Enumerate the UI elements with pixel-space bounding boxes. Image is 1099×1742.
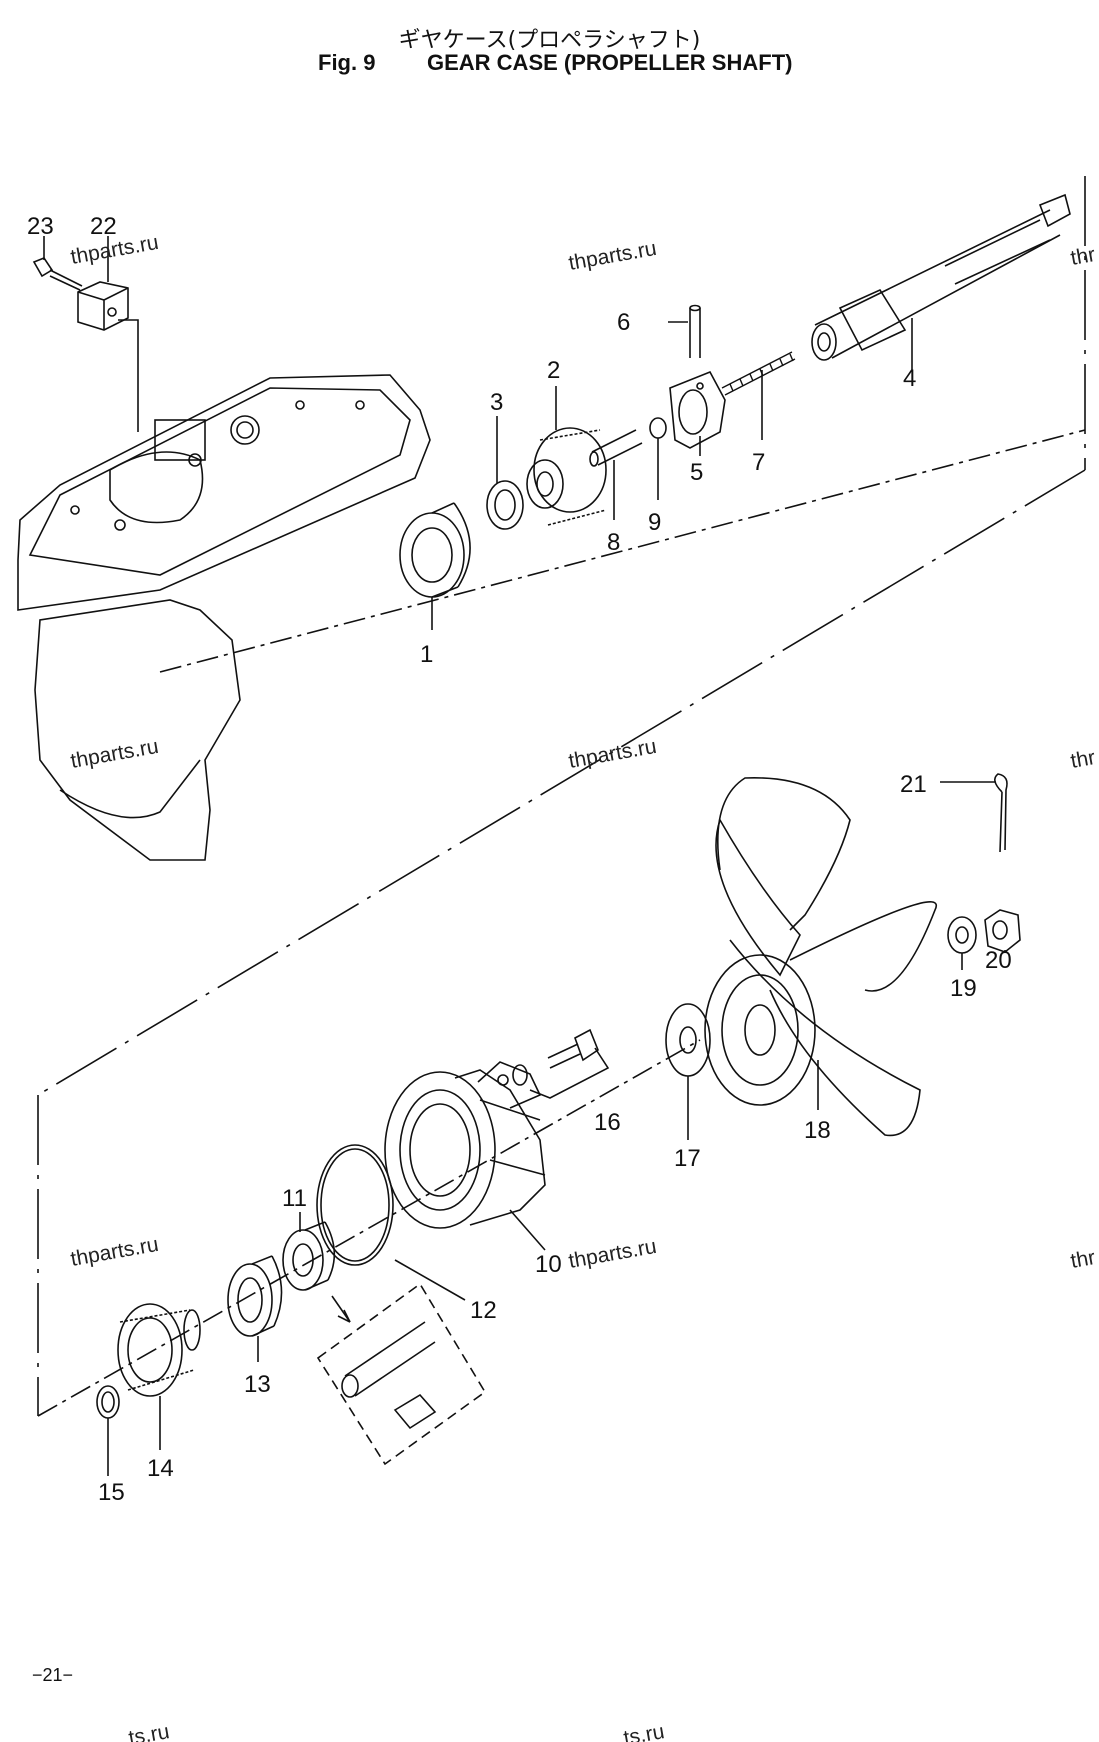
watermark: thparts.ru <box>69 1233 160 1271</box>
watermarks: thparts.ru thparts.ru thr thparts.ru thp… <box>69 231 1097 1742</box>
watermark: thparts.ru <box>567 237 658 275</box>
part-number-7: 7 <box>752 449 765 476</box>
gear-case-housing <box>17 374 431 861</box>
part-number-22: 22 <box>90 213 117 240</box>
watermark: ts.ru <box>127 1720 171 1742</box>
part-number-9: 9 <box>648 509 661 536</box>
part-number-12: 12 <box>470 1297 497 1324</box>
part-number-labels: 1 2 3 4 5 6 7 8 9 10 11 12 13 14 15 16 1… <box>27 213 1012 1506</box>
needle-bearing-11 <box>282 1221 336 1291</box>
anode-block <box>77 281 129 331</box>
watermark: thparts.ru <box>567 735 658 773</box>
part-number-21: 21 <box>900 771 927 798</box>
part-number-18: 18 <box>804 1117 831 1144</box>
part-number-10: 10 <box>535 1251 562 1278</box>
figure-number: Fig. 9 <box>318 50 376 75</box>
watermark: thr <box>1069 1246 1097 1273</box>
page-number: −21− <box>32 1665 74 1685</box>
o-ring-12 <box>316 1144 394 1266</box>
watermark: thparts.ru <box>69 735 160 773</box>
bolt-16 <box>512 1028 599 1086</box>
shim-15 <box>96 1385 120 1419</box>
leader-10 <box>509 1209 546 1251</box>
part-number-6: 6 <box>617 309 630 336</box>
part-number-2: 2 <box>547 357 560 384</box>
part-number-5: 5 <box>690 459 703 486</box>
thrust-washer-17 <box>665 1003 711 1077</box>
bearing-1 <box>399 502 471 598</box>
part-number-8: 8 <box>607 529 620 556</box>
watermark: thparts.ru <box>567 1235 658 1273</box>
title-japanese: ギヤケース(プロペラシャフト) <box>398 28 701 53</box>
propeller-18 <box>704 777 938 1137</box>
part-number-17: 17 <box>674 1145 701 1172</box>
leader-anode <box>118 319 139 432</box>
clutch-5 <box>669 370 726 449</box>
watermark: thr <box>1069 746 1097 773</box>
bearing-13 <box>227 1255 283 1337</box>
part-number-15: 15 <box>98 1479 125 1506</box>
part-number-14: 14 <box>147 1455 174 1482</box>
part-number-4: 4 <box>903 365 916 392</box>
part-number-11: 11 <box>282 1185 307 1212</box>
figure-title: GEAR CASE (PROPELLER SHAFT) <box>427 50 793 75</box>
ball-9 <box>649 417 667 439</box>
castle-nut-20 <box>984 909 1021 953</box>
reverse-gear-14 <box>117 1303 201 1397</box>
part-number-19: 19 <box>950 975 977 1002</box>
part-number-13: 13 <box>244 1371 271 1398</box>
leader-16 <box>529 1047 610 1099</box>
washer-19 <box>947 916 977 954</box>
axis-line-middle <box>37 469 1086 1096</box>
part-number-20: 20 <box>985 947 1012 974</box>
part-number-1: 1 <box>420 641 433 668</box>
watermark: ts.ru <box>622 1720 666 1742</box>
axis-line-upper <box>159 429 1086 673</box>
propeller-shaft-4 <box>811 193 1071 361</box>
part-number-23: 23 <box>27 213 54 240</box>
pin-8 <box>589 429 643 467</box>
washer-3 <box>486 480 524 530</box>
anode-bolt <box>32 257 83 291</box>
leader-12 <box>394 1259 466 1301</box>
cross-pin-6 <box>689 304 701 358</box>
part-number-3: 3 <box>490 389 503 416</box>
part-number-16: 16 <box>594 1109 621 1136</box>
needle-detail-box <box>316 1282 487 1466</box>
axis-line-lower <box>37 1039 701 1417</box>
bearing-carrier-10 <box>384 1061 546 1229</box>
cotter-pin-21 <box>994 773 1008 853</box>
spring-7 <box>721 351 796 396</box>
gear-2 <box>526 427 607 526</box>
watermark: thr <box>1069 243 1097 270</box>
